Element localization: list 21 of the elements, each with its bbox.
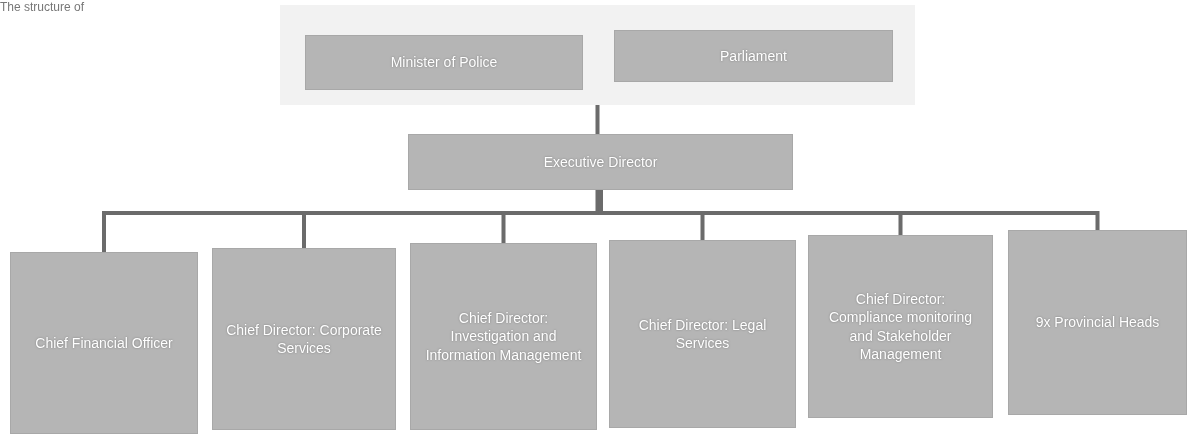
org-box <box>609 240 796 428</box>
node-label: Chief Financial Officer <box>35 333 173 353</box>
authority-box <box>305 35 583 90</box>
org-box <box>808 235 993 418</box>
node-label: Minister of Police <box>390 53 498 72</box>
authority-box <box>614 30 893 82</box>
connector-line <box>598 190 1100 230</box>
node-label: Executive Director <box>543 152 658 172</box>
org-box <box>408 134 793 190</box>
node-label: Chief Director: Corporate Services <box>225 320 383 358</box>
org-box <box>1008 230 1187 415</box>
org-box <box>212 248 396 430</box>
node-label: Chief Director: Investigation and Information Management <box>424 309 583 364</box>
node-label: 9x Provincial Heads <box>1035 313 1160 332</box>
group-panel <box>280 5 915 105</box>
org-box <box>410 243 597 430</box>
node-label: Chief Director: Legal Services <box>637 315 768 353</box>
node-label: Parliament <box>720 46 787 66</box>
org-box <box>10 252 198 434</box>
node-label: Chief Director: Compliance monitoring and Stakeholder Management <box>827 290 974 363</box>
caption-text: The structure of <box>0 0 85 14</box>
